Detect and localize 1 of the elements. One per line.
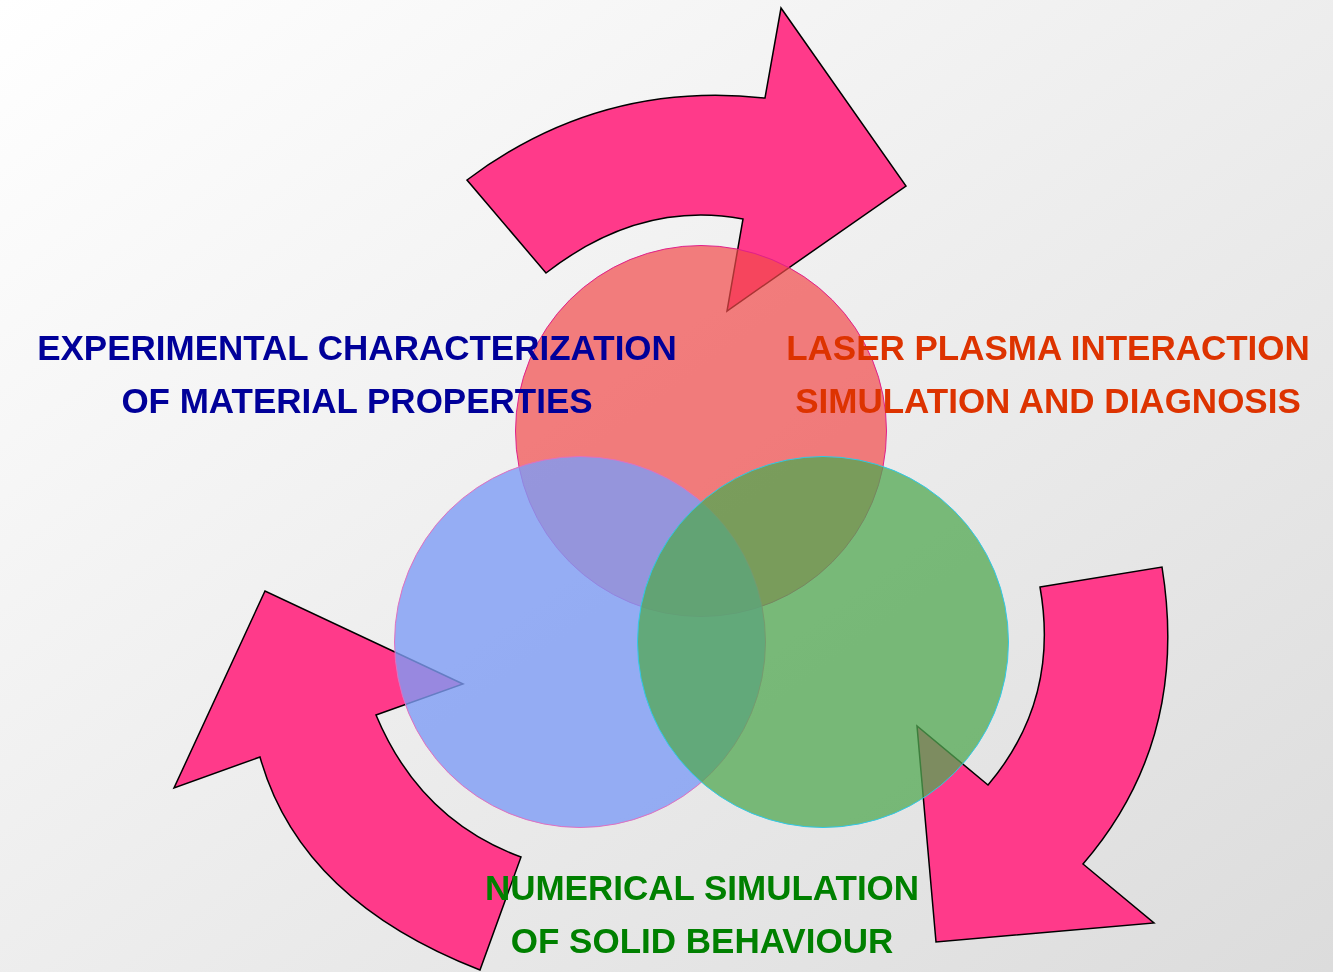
curved-arrow	[173, 590, 522, 971]
